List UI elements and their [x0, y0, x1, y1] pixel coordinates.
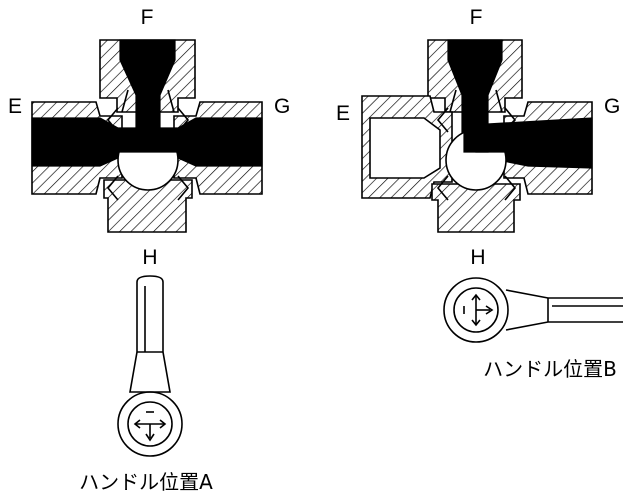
handle-a-lever: [129, 275, 171, 393]
handle-b-flow-arrow-icon: [463, 293, 494, 327]
handle-b: H ハンドル位置B: [443, 246, 623, 381]
handle-a-flow-arrow-icon: [133, 411, 167, 442]
handle-a-label-h: H: [142, 246, 157, 269]
right-valve-port-e-bore: [369, 117, 441, 179]
left-valve-section: F E G: [8, 6, 290, 233]
left-valve-bottom-body: [103, 179, 193, 233]
right-valve-label-e: E: [336, 102, 350, 125]
handle-a-head: [117, 391, 183, 457]
handle-a: H ハンドル位置A: [79, 246, 213, 494]
left-valve-label-g: G: [274, 95, 290, 118]
handle-b-head: [443, 277, 509, 343]
right-valve-label-g: G: [604, 95, 620, 118]
handle-b-caption: ハンドル位置B: [483, 357, 617, 381]
handle-b-lever: [505, 289, 623, 331]
handle-a-caption: ハンドル位置A: [79, 470, 213, 494]
handle-a-hub: [127, 401, 173, 447]
right-valve-label-f: F: [470, 6, 483, 29]
right-valve-section: F E G: [336, 6, 620, 233]
left-valve-label-f: F: [141, 6, 154, 29]
left-valve-label-e: E: [8, 95, 22, 118]
handle-b-label-h: H: [470, 246, 485, 269]
handle-b-hub: [453, 287, 499, 333]
right-valve-bottom-body: [431, 183, 521, 233]
